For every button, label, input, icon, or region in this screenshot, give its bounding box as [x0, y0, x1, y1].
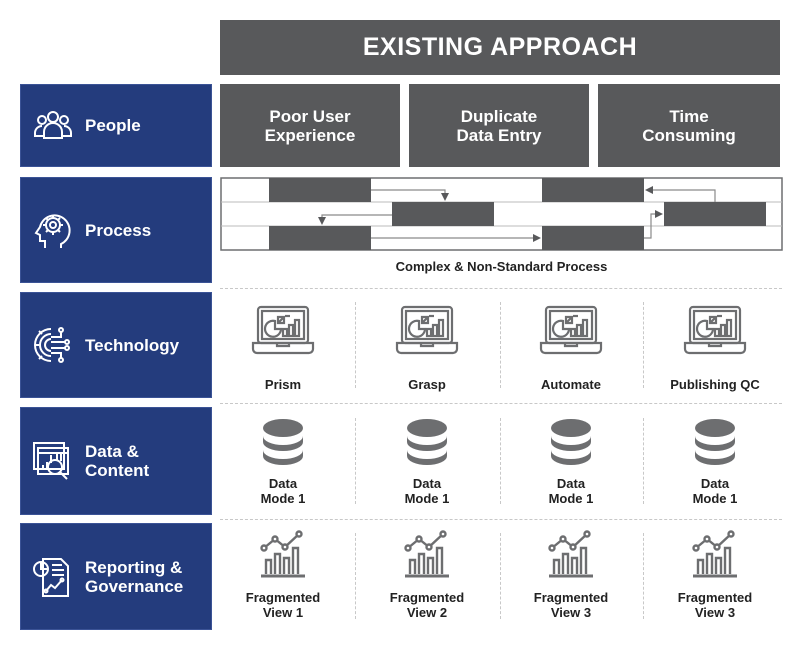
technology-label: Grasp	[408, 377, 446, 392]
bar-line-chart-icon	[404, 530, 449, 578]
item-line2: View 3	[550, 605, 592, 620]
flow-arrow	[318, 214, 392, 225]
item-line1: Fragmented	[245, 590, 321, 605]
item-line2: Mode 1	[260, 491, 306, 506]
technology-item: Publishing QC	[645, 305, 785, 392]
gantt-bar	[542, 178, 644, 202]
row-label-line2: Content	[85, 461, 150, 480]
row-label-text: People	[85, 116, 141, 135]
row-divider	[220, 288, 782, 289]
column-divider	[355, 533, 356, 619]
technology-item: Prism	[213, 305, 353, 392]
item-line2: View 1	[262, 605, 304, 620]
data-search-icon	[33, 442, 69, 480]
row-label-line1: Data &	[85, 442, 139, 461]
box-line2: Consuming	[642, 125, 736, 145]
item-line2: View 2	[406, 605, 448, 620]
column-divider	[643, 302, 644, 388]
row-divider	[220, 519, 782, 520]
row-label-process: Process	[20, 177, 212, 283]
row-label-technology: Technology	[20, 292, 212, 398]
existing-approach-header: EXISTING APPROACH	[220, 20, 780, 75]
report-document-icon	[33, 557, 69, 597]
box-line1: Duplicate	[460, 106, 538, 126]
process-caption: Complex & Non-Standard Process	[395, 259, 608, 274]
laptop-analytics-icon	[251, 305, 315, 355]
gantt-bar	[542, 226, 644, 250]
column-divider	[643, 533, 644, 619]
item-line2: Mode 1	[404, 491, 450, 506]
row-label-text: Data & Content	[85, 442, 149, 480]
flow-arrow	[645, 186, 716, 202]
flow-arrow	[644, 210, 663, 239]
process-flow-diagram	[220, 177, 783, 251]
gantt-bar	[664, 202, 766, 226]
item-line1: Data	[556, 476, 586, 491]
column-divider	[355, 302, 356, 388]
column-divider	[500, 302, 501, 388]
item-line2: Mode 1	[548, 491, 594, 506]
row-label-line1: Reporting &	[85, 557, 183, 577]
row-label-reporting-governance: Reporting & Governance	[20, 523, 212, 630]
box-line1: Poor User	[269, 106, 351, 126]
column-divider	[500, 533, 501, 619]
technology-item: Grasp	[357, 305, 497, 392]
item-line1: Data	[268, 476, 298, 491]
technology-label: Automate	[541, 377, 601, 392]
circuit-gear-icon	[34, 327, 70, 363]
bar-line-chart-icon	[260, 530, 305, 578]
row-label-data-content: Data & Content	[20, 407, 212, 515]
head-gear-icon	[34, 214, 71, 248]
technology-label: Prism	[264, 377, 302, 392]
row-label-text: Technology	[85, 335, 180, 355]
laptop-analytics-icon	[395, 305, 459, 355]
database-icon	[407, 419, 447, 465]
database-icon	[695, 419, 735, 465]
header-title: EXISTING APPROACH	[362, 33, 638, 61]
bar-line-chart-icon	[548, 530, 593, 578]
box-line2: Data Entry	[456, 125, 542, 145]
people-icon	[34, 110, 72, 139]
gantt-bar	[269, 178, 371, 202]
technology-label: Publishing QC	[670, 377, 760, 392]
laptop-analytics-icon	[683, 305, 747, 355]
row-label-line2: Governance	[85, 576, 184, 596]
item-line1: Fragmented	[389, 590, 465, 605]
item-line1: Data	[412, 476, 442, 491]
box-line1: Time	[669, 106, 709, 126]
flow-arrow	[371, 189, 449, 201]
column-divider	[500, 418, 501, 504]
laptop-analytics-icon	[539, 305, 603, 355]
item-line1: Fragmented	[677, 590, 753, 605]
database-icon	[551, 419, 591, 465]
row-label-people: People	[20, 84, 212, 167]
gantt-bar	[392, 202, 494, 226]
row-label-text: Process	[85, 220, 152, 240]
column-divider	[643, 418, 644, 504]
technology-item: Automate	[501, 305, 641, 392]
bar-line-chart-icon	[692, 530, 737, 578]
database-icon	[263, 419, 303, 465]
item-line2: Mode 1	[692, 491, 738, 506]
item-line2: View 3	[694, 605, 736, 620]
item-line1: Fragmented	[533, 590, 609, 605]
gantt-bar	[269, 226, 371, 250]
item-line1: Data	[700, 476, 730, 491]
row-divider	[220, 403, 782, 404]
row-label-text: Reporting & Governance	[85, 558, 183, 596]
column-divider	[355, 418, 356, 504]
box-line2: Experience	[264, 125, 356, 145]
